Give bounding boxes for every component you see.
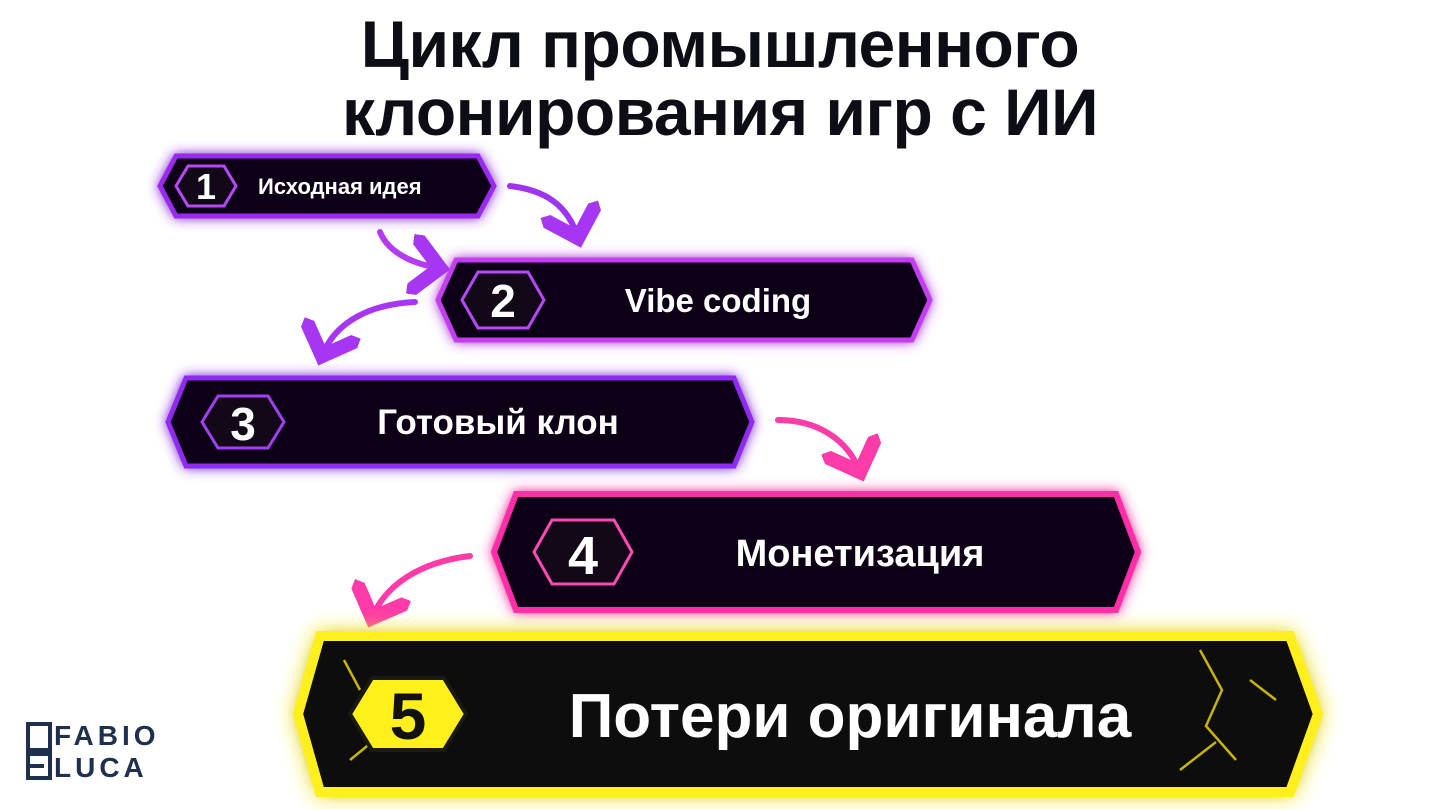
step-4-banner: 4 Монетизация [490,491,1142,613]
step-5-banner: 5 Потери оригинала [292,631,1324,797]
title-line-1: Цикл промышленного [360,7,1080,81]
title-line-2: клонирования игр с ИИ [341,75,1099,149]
arrow-2-to-3 [322,299,418,356]
diagram-title: Цикл промышленного клонирования игр с ИИ [0,10,1440,146]
step-3-label: Готовый клон [377,403,619,442]
step-1-hex [174,164,238,208]
step-1-banner: 1 Исходная идея [157,153,497,219]
step-2-banner: 2 Vibe coding [435,257,933,343]
step-2-hex [460,270,546,330]
step-3-banner: 3 Готовый клон [165,375,755,469]
step-3-number: 3 [230,398,256,450]
logo-word-1: FABIO [54,720,160,751]
step-1-number: 1 [196,166,216,207]
arrow-3-to-4 [775,417,860,472]
arrow-4-to-5 [372,553,473,618]
step-4-hex [532,518,634,586]
logo-word-2: LUCA [54,752,148,783]
brand-logo: FABIO LUCA [26,720,186,786]
step-5-label: Потери оригинала [569,682,1132,751]
arrow-1-to-2-inner [377,229,440,268]
step-2-label: Vibe coding [625,282,811,319]
step-5-number: 5 [390,679,427,753]
step-1-label: Исходная идея [258,174,422,199]
step-3-hex [200,394,286,450]
step-4-label: Монетизация [736,533,985,575]
arrow-1-to-2 [507,183,578,238]
step-2-number: 2 [490,275,516,327]
step-5-hex [347,676,469,752]
step-4-number: 4 [568,526,598,586]
logo-monogram [26,722,52,780]
